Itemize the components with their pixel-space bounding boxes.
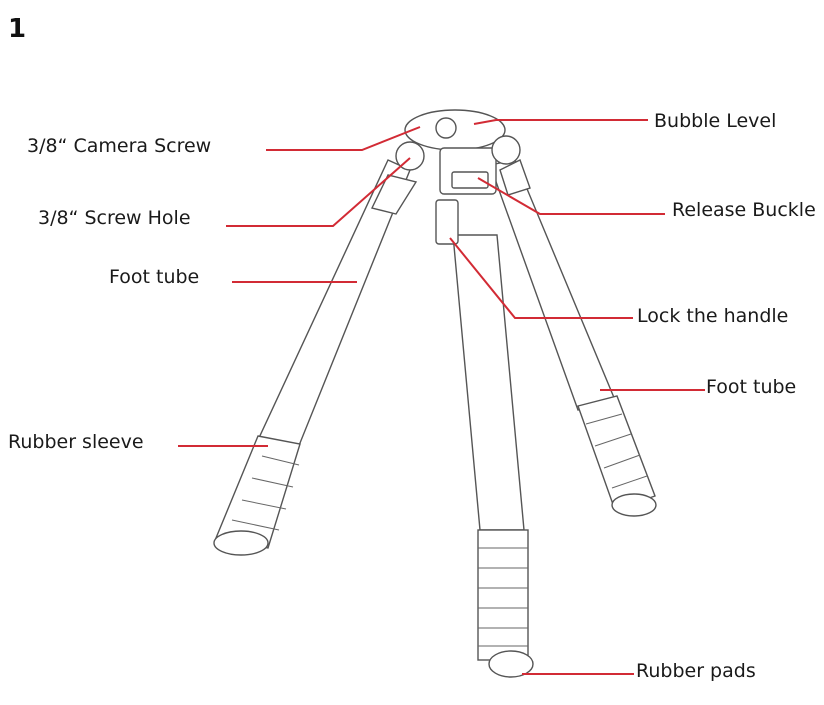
- right-leg-hinge: [491, 135, 521, 165]
- step-number: 1: [8, 14, 27, 44]
- label-screw-hole: 3/8“ Screw Hole: [38, 207, 191, 229]
- label-camera-screw: 3/8“ Camera Screw: [27, 135, 212, 157]
- label-rubber-sleeve: Rubber sleeve: [8, 431, 144, 453]
- right-knuckle: [499, 159, 531, 196]
- left-rubber-sleeve: [215, 435, 301, 549]
- leader-lock-handle: [449, 237, 633, 319]
- leader-screw-hole: [226, 157, 411, 227]
- right-foot-pad: [611, 493, 657, 517]
- right-rubber-sleeve: [577, 395, 656, 511]
- leader-bubble-level: [473, 119, 648, 125]
- label-release-buckle: Release Buckle: [672, 199, 816, 221]
- left-knuckle: [370, 174, 418, 215]
- middle-rubber-sleeve: [477, 529, 529, 661]
- middle-foot-pad: [488, 650, 534, 678]
- leader-camera-screw: [266, 126, 421, 151]
- middle-leg-tube: [452, 234, 525, 531]
- lock-handle-part: [435, 199, 459, 245]
- bubble-level-vial: [435, 117, 457, 139]
- label-foot-tube-left: Foot tube: [109, 266, 200, 288]
- release-buckle-part: [451, 171, 489, 189]
- label-foot-tube-right: Foot tube: [706, 376, 797, 398]
- label-lock-handle: Lock the handle: [637, 305, 789, 327]
- left-foot-pad: [213, 530, 269, 556]
- label-rubber-pads: Rubber pads: [636, 660, 756, 682]
- label-bubble-level: Bubble Level: [654, 110, 777, 132]
- leader-release-buckle: [477, 177, 665, 215]
